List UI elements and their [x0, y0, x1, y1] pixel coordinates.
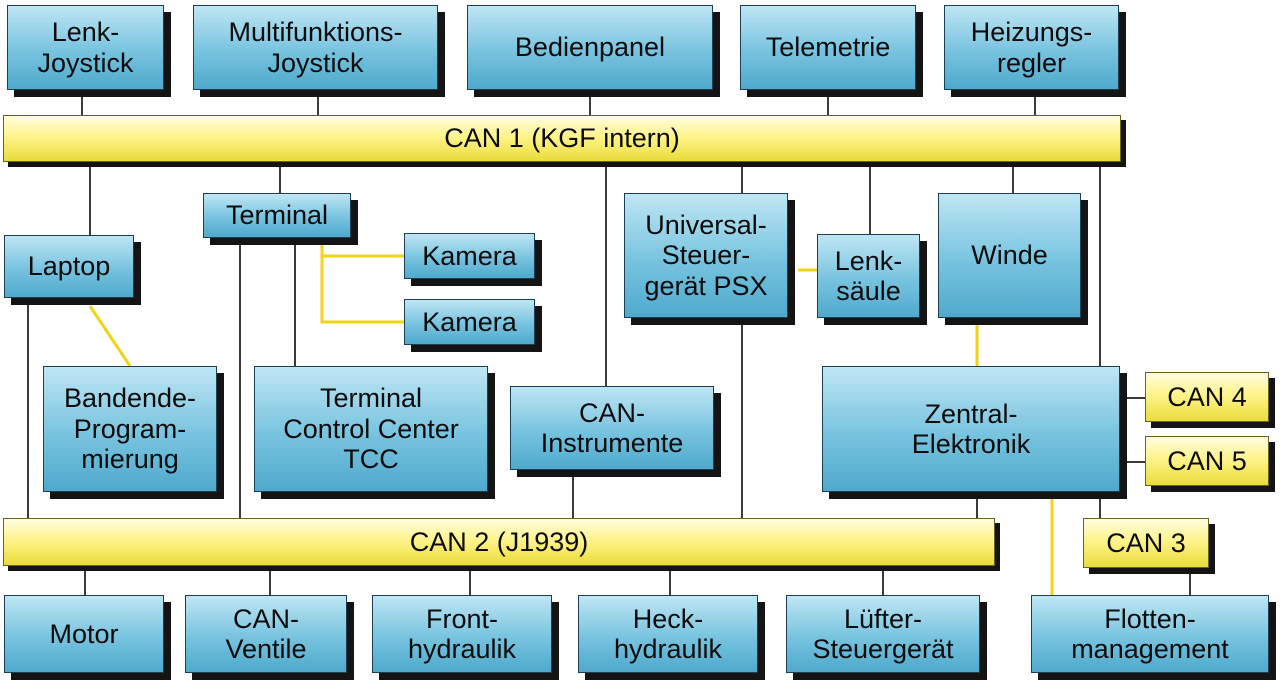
- node-bedienpanel: Bedienpanel: [467, 5, 713, 90]
- can4-port: CAN 4: [1145, 372, 1269, 422]
- can3-port: CAN 3: [1083, 518, 1209, 568]
- node-terminal-control-center: Terminal Control Center TCC: [254, 366, 488, 492]
- node-kamera-2-label: Kamera: [422, 306, 517, 337]
- can4-label: CAN 4: [1167, 381, 1247, 412]
- node-lenk-joystick: Lenk- Joystick: [7, 5, 164, 90]
- node-winde: Winde: [938, 193, 1081, 318]
- node-kamera-1: Kamera: [404, 233, 535, 279]
- node-heckhydraulik: Heck- hydraulik: [578, 595, 758, 673]
- node-flottenmanagement-label: Flotten- management: [1071, 603, 1229, 665]
- node-motor-label: Motor: [49, 618, 119, 649]
- node-lenksaeule: Lenk- säule: [817, 234, 920, 318]
- node-terminal-label: Terminal: [225, 200, 329, 231]
- node-flottenmanagement: Flotten- management: [1031, 595, 1269, 673]
- node-bandende-programmierung-label: Bandende- Program- mierung: [63, 383, 197, 475]
- node-lenk-joystick-label: Lenk- Joystick: [37, 17, 134, 78]
- node-telemetrie: Telemetrie: [740, 5, 916, 90]
- link-terminal-kamera-2: [320, 256, 404, 324]
- node-bandende-programmierung: Bandende- Program- mierung: [43, 366, 217, 492]
- node-terminal: Terminal: [203, 193, 351, 238]
- can1-bus: CAN 1 (KGF intern): [3, 115, 1121, 162]
- node-can-instrumente: CAN- Instrumente: [510, 386, 714, 470]
- node-telemetrie-label: Telemetrie: [765, 32, 891, 63]
- node-lenksaeule-label: Lenk- säule: [834, 245, 903, 307]
- link-laptop-bandende: [88, 305, 132, 367]
- node-multifunktions-joystick: Multifunktions- Joystick: [193, 5, 438, 90]
- node-can-ventile-label: CAN- Ventile: [225, 603, 307, 665]
- node-can-instrumente-label: CAN- Instrumente: [540, 397, 684, 459]
- node-multifunktions-joystick-label: Multifunktions- Joystick: [228, 17, 403, 78]
- node-luefter-steuergeraet-label: Lüfter- Steuergerät: [812, 603, 954, 665]
- node-terminal-control-center-label: Terminal Control Center TCC: [283, 383, 459, 475]
- node-laptop-label: Laptop: [27, 251, 111, 282]
- node-heizungsregler-label: Heizungs- regler: [970, 17, 1093, 78]
- node-luefter-steuergeraet: Lüfter- Steuergerät: [786, 595, 980, 673]
- can5-label: CAN 5: [1167, 445, 1247, 476]
- node-kamera-2: Kamera: [404, 299, 535, 345]
- node-zentral-elektronik-label: Zentral- Elektronik: [911, 398, 1031, 460]
- can1-label: CAN 1 (KGF intern): [444, 123, 680, 153]
- node-universal-steuergeraet: Universal- Steuer- gerät PSX: [624, 193, 788, 318]
- can2-label: CAN 2 (J1939): [409, 526, 589, 557]
- can5-port: CAN 5: [1145, 436, 1269, 486]
- can3-label: CAN 3: [1106, 527, 1186, 558]
- node-heckhydraulik-label: Heck- hydraulik: [613, 603, 723, 665]
- node-fronthydraulik: Front- hydraulik: [372, 595, 552, 673]
- node-laptop: Laptop: [4, 235, 134, 298]
- link-terminal-kamera-1: [320, 242, 404, 258]
- can2-bus: CAN 2 (J1939): [3, 518, 995, 566]
- node-fronthydraulik-label: Front- hydraulik: [407, 603, 517, 665]
- node-kamera-1-label: Kamera: [422, 240, 517, 271]
- node-can-ventile: CAN- Ventile: [185, 595, 347, 673]
- node-zentral-elektronik: Zentral- Elektronik: [822, 366, 1120, 492]
- node-motor: Motor: [4, 595, 164, 673]
- node-winde-label: Winde: [971, 240, 1048, 271]
- node-universal-steuergeraet-label: Universal- Steuer- gerät PSX: [644, 209, 768, 301]
- node-heizungsregler: Heizungs- regler: [944, 5, 1119, 90]
- node-bedienpanel-label: Bedienpanel: [514, 32, 666, 63]
